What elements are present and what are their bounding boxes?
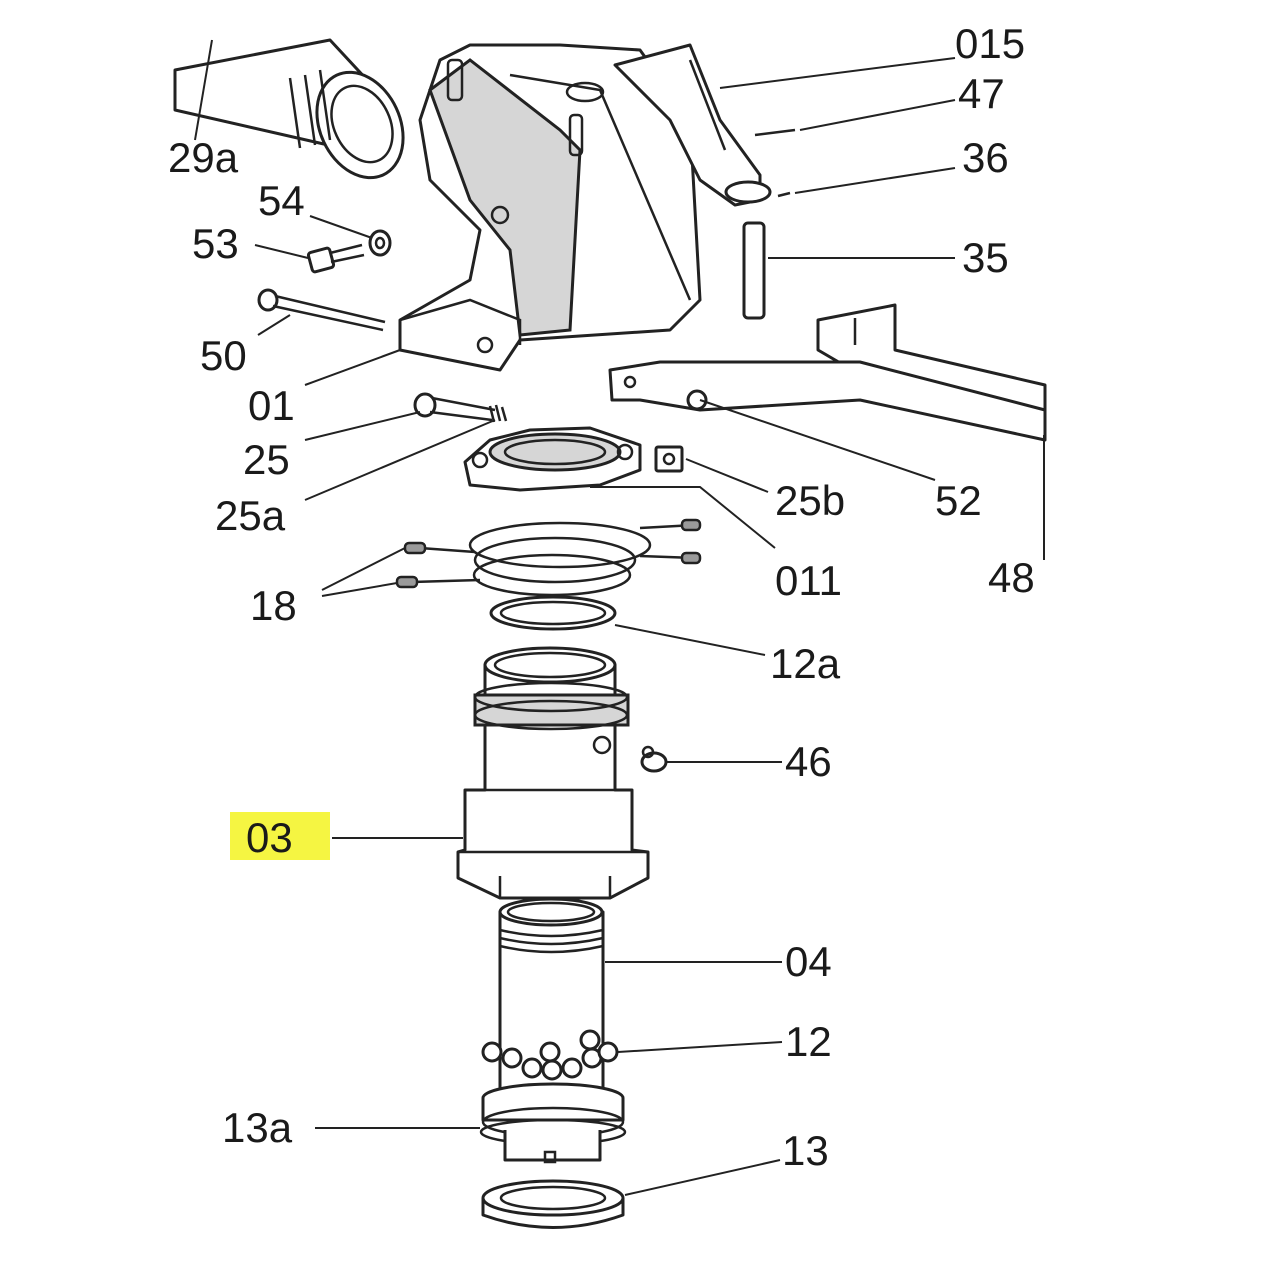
bolt-50 [257, 288, 386, 332]
label-25: 25 [243, 436, 290, 483]
label-011: 011 [775, 557, 842, 604]
collar-13a [479, 1082, 627, 1164]
housing-01 [398, 43, 702, 372]
tube-04 [498, 897, 605, 1097]
label-36: 36 [962, 134, 1009, 181]
washer-54 [368, 229, 392, 257]
label-25a: 25a [215, 492, 286, 539]
rod-35 [742, 221, 766, 320]
bolt-25 [413, 392, 496, 422]
label-53: 53 [192, 220, 239, 267]
handle-015 [613, 43, 772, 207]
label-015: 015 [955, 20, 1025, 67]
label-29a: 29a [168, 134, 239, 181]
label-04: 04 [785, 938, 832, 985]
highlight-03 [230, 812, 330, 860]
label-54: 54 [258, 177, 305, 224]
pipe-29a [173, 38, 405, 180]
label-35: 35 [962, 234, 1009, 281]
label-52: 52 [935, 477, 982, 524]
nut-25b [654, 445, 684, 473]
clamp-011 [463, 426, 642, 492]
pin-36 [777, 191, 791, 198]
heating-elements-18 [395, 518, 702, 597]
gasket-12a [489, 595, 617, 631]
label-12a: 12a [770, 640, 841, 687]
label-50: 50 [200, 332, 247, 379]
label-13: 13 [782, 1127, 829, 1174]
label-01: 01 [248, 382, 295, 429]
label-03: 03 [246, 814, 293, 861]
bracket-52 [608, 360, 1047, 442]
pin-47 [754, 128, 796, 137]
label-47: 47 [958, 70, 1005, 117]
boiler-body-03 [456, 646, 650, 900]
label-48: 48 [988, 554, 1035, 601]
washer-13 [481, 1179, 625, 1229]
bolt-53 [306, 243, 365, 274]
label-12: 12 [785, 1018, 832, 1065]
label-18: 18 [250, 582, 297, 629]
leader-lines [194, 39, 1045, 1196]
spring-25a [488, 404, 508, 423]
label-25b: 25b [775, 477, 845, 524]
label-13a: 13a [222, 1104, 293, 1151]
label-46: 46 [785, 738, 832, 785]
screw-46 [640, 745, 668, 773]
balls-12 [481, 1029, 619, 1081]
